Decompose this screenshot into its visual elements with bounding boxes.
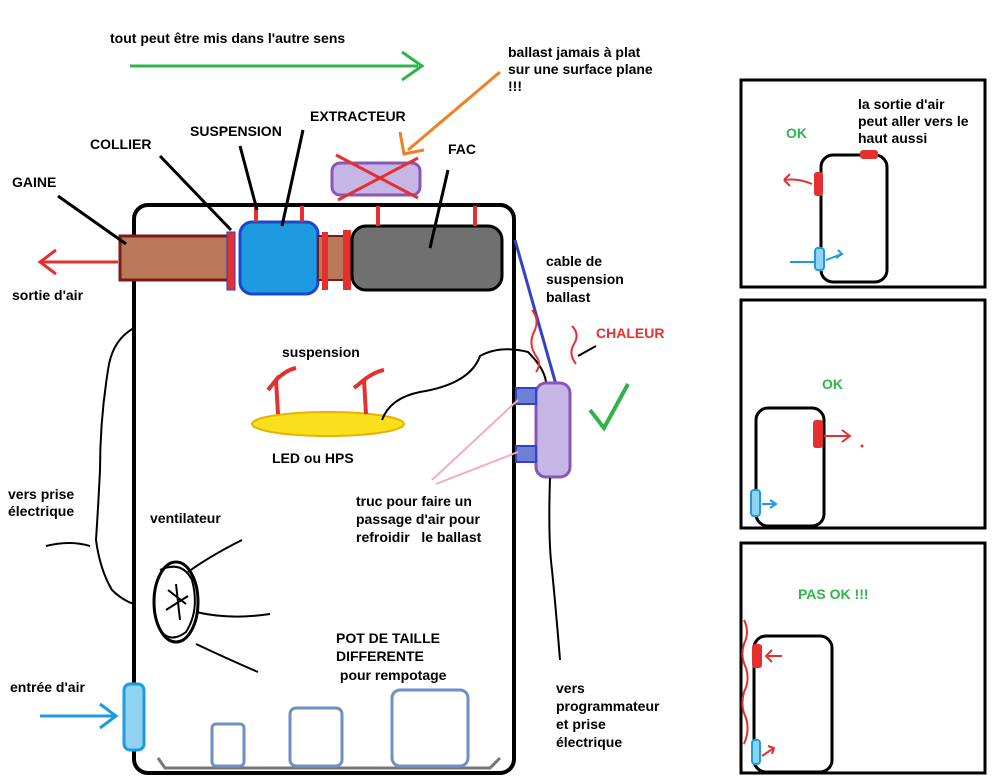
carbon-filter (350, 224, 504, 292)
label-cable-2: suspension (546, 271, 624, 287)
label-prog-4: électrique (556, 734, 623, 750)
clamp-2 (322, 232, 328, 290)
panel1-note-1: la sortie d'air (858, 96, 945, 112)
orange-arrow-icon (398, 70, 501, 156)
label-vers-prise-1: vers prise (8, 486, 75, 502)
arrow-right-icon (130, 50, 425, 82)
collier-clamp (226, 231, 236, 291)
clamp-3 (343, 230, 351, 290)
tent-outline (132, 203, 516, 775)
lamp (251, 411, 405, 437)
label-collier: COLLIER (90, 136, 152, 152)
panel1-note-2: peut aller vers le (858, 113, 969, 129)
gaine-duct (118, 234, 232, 282)
label-truc-2: passage d'air pour (356, 511, 480, 527)
label-entree-air: entrée d'air (10, 679, 85, 695)
tray (156, 756, 502, 770)
extractor-fan (238, 220, 320, 296)
panel3-status: PAS OK !!! (798, 586, 869, 602)
cross-icon (335, 153, 419, 202)
duct-joint (317, 235, 345, 281)
panel-3 (739, 541, 987, 775)
air-in-arrow-icon (40, 702, 119, 730)
label-fac: FAC (448, 141, 476, 157)
label-sortie-air: sortie d'air (12, 287, 84, 303)
pot-medium (288, 706, 344, 768)
panel2-ok: OK (822, 376, 843, 392)
ballast (534, 381, 572, 479)
label-truc-1: truc pour faire un (356, 493, 472, 509)
label-truc-3: refroidir le ballast (356, 529, 482, 545)
arrow-left-icon (37, 248, 118, 276)
ventilator (152, 539, 271, 673)
label-ventilateur: ventilateur (150, 510, 221, 526)
pot-large (390, 688, 470, 768)
label-pot-3: pour rempotage (336, 667, 447, 683)
top-note: tout peut être mis dans l'autre sens (110, 30, 346, 46)
label-prog-3: et prise (556, 716, 606, 732)
label-cable-1: cable de (546, 253, 603, 269)
label-suspension-lamp: suspension (282, 344, 360, 360)
label-pot-2: DIFFERENTE (336, 648, 424, 664)
ballast-flat-note-2: sur une surface plane (508, 61, 653, 77)
label-cable-3: ballast (546, 289, 591, 305)
check-icon (588, 383, 630, 432)
label-gaine: GAINE (12, 174, 57, 190)
label-pot-1: POT DE TAILLE (336, 630, 440, 646)
label-prog-2: programmateur (556, 698, 660, 714)
label-vers-prise-2: électrique (8, 503, 75, 519)
label-suspension-top: SUSPENSION (190, 123, 282, 139)
panel-1 (739, 78, 987, 289)
ballast-cable (513, 239, 559, 389)
label-extracteur: EXTRACTEUR (310, 108, 406, 124)
pot-small (210, 722, 246, 768)
panel-2 (739, 298, 987, 530)
label-led-hps: LED ou HPS (272, 450, 354, 466)
label-chaleur: CHALEUR (596, 325, 665, 341)
panel1-ok: OK (786, 125, 807, 141)
panel1-note-3: haut aussi (858, 130, 928, 146)
ballast-flat-note-3: !!! (508, 78, 522, 94)
ballast-flat-note-1: ballast jamais à plat (508, 44, 641, 60)
air-intake (122, 682, 146, 752)
label-prog-1: vers (556, 680, 585, 696)
